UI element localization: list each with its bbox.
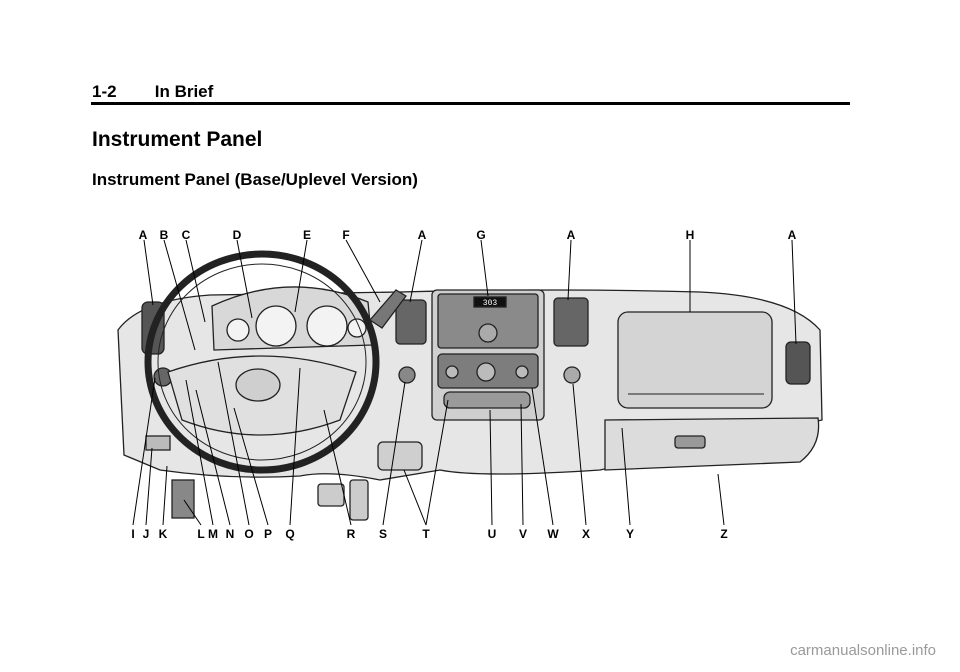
speedometer — [306, 305, 348, 347]
watermark: carmanualsonline.info — [790, 642, 936, 659]
callout-label: N — [225, 527, 235, 541]
callout-label: K — [158, 527, 168, 541]
callout-label: O — [244, 527, 254, 541]
callout-label: Z — [720, 527, 728, 541]
left-switch — [145, 435, 171, 451]
steering-wheel — [144, 250, 380, 474]
section-name: In Brief — [154, 82, 214, 101]
callout-label: T — [422, 527, 430, 541]
callout-label: H — [685, 228, 695, 242]
figure-subtitle: Instrument Panel (Base/Uplevel Version) — [92, 170, 418, 189]
callout-label: G — [476, 228, 486, 242]
outlet — [563, 366, 581, 384]
upper-glovebox — [617, 311, 773, 409]
callout-label: J — [142, 527, 150, 541]
callout-label: U — [487, 527, 497, 541]
callout-label: R — [346, 527, 356, 541]
callout-label: I — [131, 527, 135, 541]
center-right-vent — [553, 297, 589, 347]
round-knob — [398, 366, 416, 384]
brake-pedal — [317, 483, 345, 507]
callout-label: B — [159, 228, 169, 242]
callout-lines — [132, 239, 797, 526]
glovebox — [604, 417, 820, 471]
callout-label: Y — [625, 527, 634, 541]
page-header: 1-2 In Brief — [92, 82, 213, 102]
storage-bin — [377, 441, 423, 471]
glovebox-latch — [674, 435, 706, 449]
callout-label: C — [181, 228, 191, 242]
callout-label: Q — [285, 527, 295, 541]
callout-label: E — [302, 228, 311, 242]
callout-label: L — [197, 527, 205, 541]
radio-knob — [478, 323, 498, 343]
page-number: 1-2 — [92, 82, 117, 101]
callout-label: M — [208, 527, 218, 541]
page-title: Instrument Panel — [92, 128, 263, 151]
tachometer — [255, 305, 297, 347]
header-rule — [91, 102, 850, 105]
callout-label: S — [378, 527, 387, 541]
center-left-vent — [395, 299, 427, 345]
callout-label: A — [566, 228, 576, 242]
callout-label: A — [138, 228, 148, 242]
callout-label: X — [581, 527, 590, 541]
callout-label: A — [417, 228, 427, 242]
radio-display — [473, 296, 507, 308]
wiper-stalk — [369, 289, 407, 329]
callout-label: W — [547, 527, 559, 541]
right-vent — [785, 341, 811, 385]
callout-label: D — [232, 228, 242, 242]
callout-label: F — [342, 228, 350, 242]
parking-brake — [171, 479, 195, 519]
callout-label: A — [787, 228, 797, 242]
switch-bank — [443, 391, 531, 409]
callout-label: P — [263, 527, 272, 541]
radio-readout: 303 — [483, 299, 498, 308]
callout-label: V — [518, 527, 527, 541]
accelerator-pedal — [349, 479, 369, 521]
